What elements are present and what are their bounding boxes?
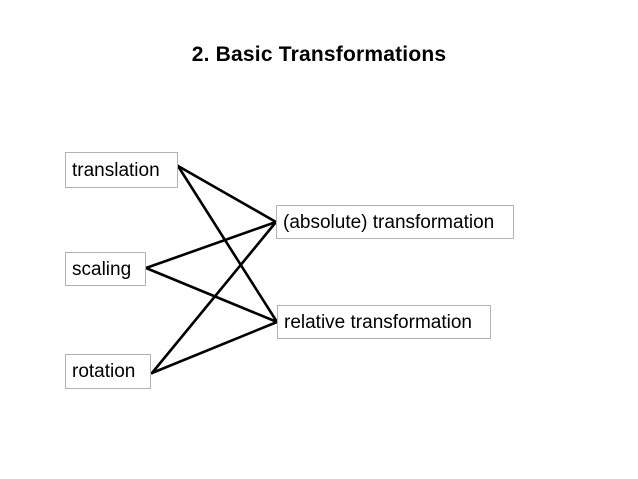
node-rotation-label: rotation — [72, 361, 136, 382]
node-translation-label: translation — [72, 159, 160, 181]
edge-scaling-to-relative — [144, 266, 279, 324]
node-scaling-label: scaling — [72, 258, 132, 280]
edge-translation-to-absolute — [176, 164, 278, 224]
edge-scaling-to-absolute — [144, 220, 278, 270]
edge-rotation-to-relative — [150, 320, 279, 375]
node-translation[interactable]: translation — [65, 152, 178, 188]
edge-translation-to-relative — [176, 164, 279, 324]
edge-rotation-to-absolute — [150, 220, 278, 375]
node-relative-transformation-label: relative transformation — [284, 311, 472, 333]
node-absolute-transformation[interactable]: (absolute) transformation — [276, 205, 514, 239]
page-title: 2. Basic Transformations — [191, 43, 447, 66]
node-scaling[interactable]: scaling — [65, 252, 146, 286]
node-absolute-transformation-label: (absolute) transformation — [283, 211, 495, 233]
node-rotation[interactable]: rotation — [65, 354, 151, 389]
node-relative-transformation[interactable]: relative transformation — [277, 305, 491, 339]
